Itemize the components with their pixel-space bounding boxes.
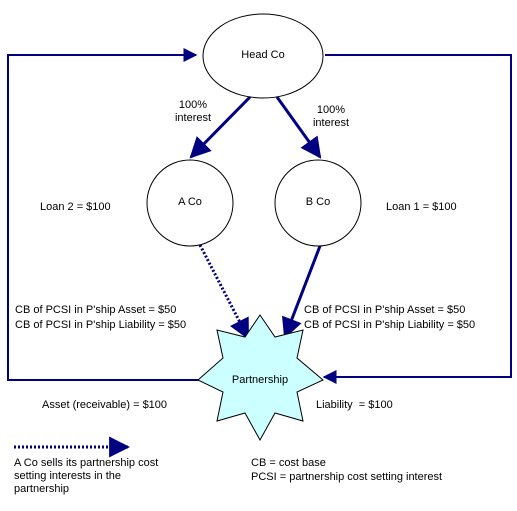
a-co-node xyxy=(146,159,234,247)
asset-receivable-label: Asset (receivable) = $100 xyxy=(42,399,168,411)
cb-right-asset: CB of PCSI in P'ship Asset = $50 xyxy=(304,304,466,316)
a-co-label: A Co xyxy=(178,196,202,208)
interest-right-word: interest xyxy=(312,117,350,129)
cb-left-liability: CB of PCSI in P'ship Liability = $50 xyxy=(15,319,187,331)
legend-dotted-arrow-text: A Co sells its partnership cost setting … xyxy=(14,457,159,495)
b-co-node xyxy=(274,159,362,247)
b-co-label: B Co xyxy=(305,196,331,208)
head-to-a-arrow xyxy=(189,95,252,159)
interest-left-word: interest xyxy=(174,112,212,124)
loan-2-loop-line xyxy=(7,48,200,381)
loan-1-label: Loan 1 = $100 xyxy=(386,201,457,213)
cb-right-block: CB of PCSI in P'ship Asset = $50 CB of P… xyxy=(304,304,475,332)
partnership-label: Partnership xyxy=(231,374,289,386)
head-co-label: Head Co xyxy=(241,49,285,61)
loan-1-loop-line xyxy=(322,54,512,384)
interest-right-pct: 100% xyxy=(316,104,346,116)
loan-2-label: Loan 2 = $100 xyxy=(40,201,111,213)
liability-label: Liability = $100 xyxy=(316,399,393,411)
legend-pcsi-definition: PCSI = partnership cost setting interest xyxy=(251,471,443,483)
partnership-star-node xyxy=(197,314,324,442)
head-co-node xyxy=(202,13,324,99)
interest-left-pct: 100% xyxy=(178,99,208,111)
legend-cb-definition: CB = cost base xyxy=(251,457,326,469)
cb-left-asset: CB of PCSI in P'ship Asset = $50 xyxy=(15,304,177,316)
interest-right-label: 100% interest xyxy=(306,104,356,130)
interest-left-label: 100% interest xyxy=(168,99,218,125)
cb-left-block: CB of PCSI in P'ship Asset = $50 CB of P… xyxy=(15,304,186,332)
cb-right-liability: CB of PCSI in P'ship Liability = $50 xyxy=(304,319,476,331)
a-to-partnership-dotted-arrow xyxy=(198,244,250,340)
b-to-partnership-arrow xyxy=(281,245,322,339)
head-to-b-arrow xyxy=(275,96,322,159)
